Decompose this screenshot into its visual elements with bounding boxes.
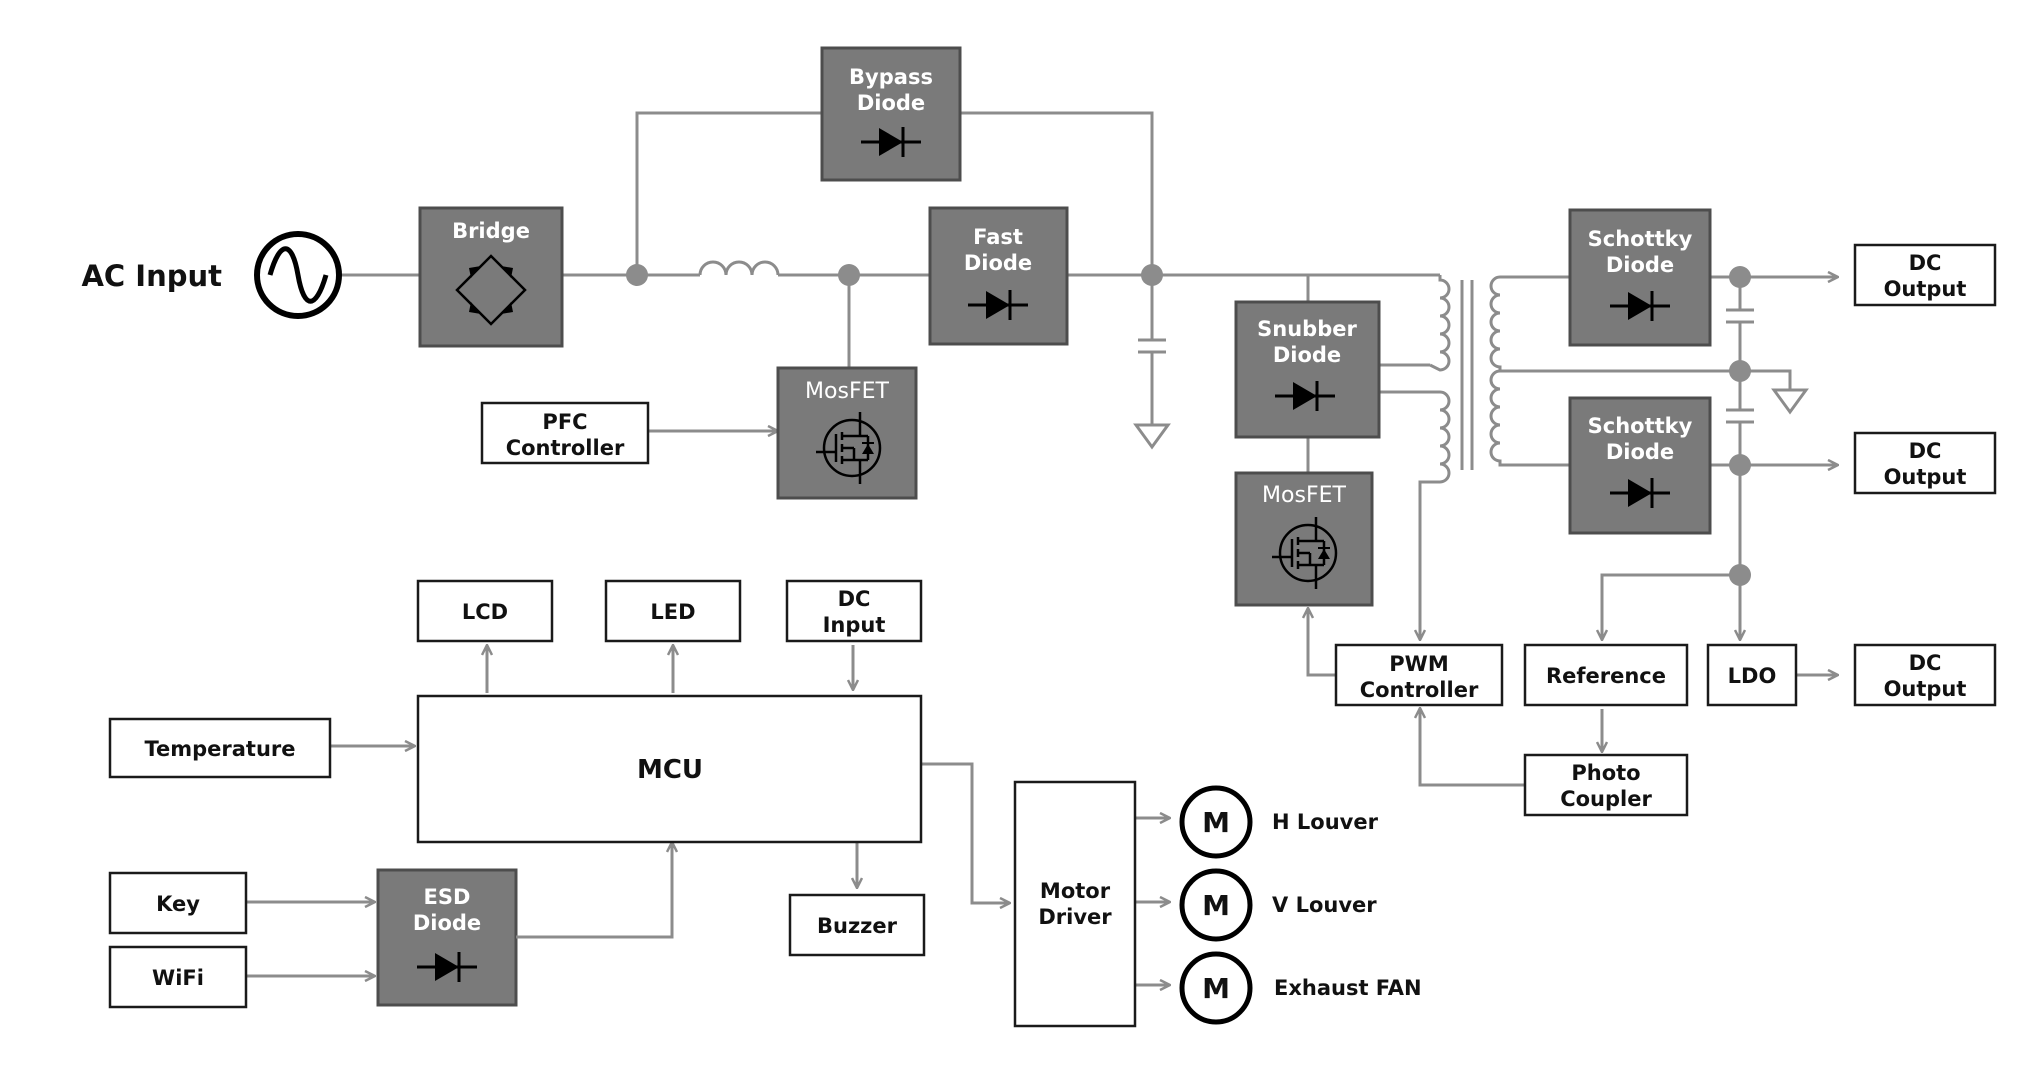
dc-input-label-2: Input (823, 613, 886, 637)
pwm-controller-box[interactable]: PWM Controller (1334, 643, 1504, 707)
ldo-label: LDO (1728, 664, 1777, 688)
led-label: LED (650, 600, 695, 624)
dc-output-1-label-2: Output (1884, 277, 1967, 301)
esd-diode-label-2: Diode (413, 911, 481, 935)
bypass-diode-block[interactable]: Bypass Diode (820, 46, 962, 182)
pfc-controller-label-1: PFC (542, 410, 587, 434)
mosfet-pfc-block[interactable]: MosFET (776, 366, 918, 500)
mcu-wires (246, 645, 1170, 985)
motor-symbol: M (1202, 889, 1230, 922)
power-wires (340, 111, 1838, 787)
schottky-diode-bottom-block[interactable]: Schottky Diode (1568, 396, 1712, 535)
motor-exhaust-fan[interactable]: M Exhaust FAN (1179, 951, 1422, 1025)
mosfet-pfc-label: MosFET (805, 379, 889, 404)
wifi-box[interactable]: WiFi (108, 945, 248, 1009)
junction-nodes (626, 264, 1751, 586)
bridge-label: Bridge (452, 219, 530, 243)
bridge-block[interactable]: Bridge (418, 206, 564, 348)
schottky-diode-top-block[interactable]: Schottky Diode (1568, 208, 1712, 347)
led-box[interactable]: LED (604, 579, 742, 643)
ac-input-label: AC Input (81, 259, 222, 293)
dc-input-box[interactable]: DC Input (785, 579, 923, 643)
photo-coupler-label-2: Coupler (1560, 787, 1652, 811)
dc-output-1-label-1: DC (1909, 251, 1942, 275)
buzzer-box[interactable]: Buzzer (788, 893, 926, 957)
pfc-controller-label-2: Controller (506, 436, 625, 460)
fast-diode-label-2: Diode (964, 251, 1032, 275)
lcd-box[interactable]: LCD (416, 579, 554, 643)
schottky-bottom-label-2: Diode (1606, 440, 1674, 464)
dc-output-3-box[interactable]: DC Output (1853, 643, 1997, 707)
key-box[interactable]: Key (108, 871, 248, 935)
bridge-rectifier-icon (455, 254, 527, 326)
pfc-controller-box[interactable]: PFC Controller (480, 401, 650, 465)
photo-coupler-box[interactable]: Photo Coupler (1523, 753, 1689, 817)
fast-diode-block[interactable]: Fast Diode (928, 206, 1069, 346)
mcu-label: MCU (637, 755, 703, 785)
exhaust-fan-label: Exhaust FAN (1274, 976, 1422, 1000)
dc-output-1-box[interactable]: DC Output (1853, 243, 1997, 307)
photo-coupler-label-1: Photo (1571, 761, 1640, 785)
ldo-box[interactable]: LDO (1706, 643, 1798, 707)
motor-h-louver[interactable]: M H Louver (1179, 785, 1379, 859)
dc-output-2-label-2: Output (1884, 465, 1967, 489)
temperature-box[interactable]: Temperature (108, 717, 332, 779)
motor-driver-label-1: Motor (1040, 879, 1111, 903)
motor-symbol: M (1202, 972, 1230, 1005)
reference-box[interactable]: Reference (1523, 643, 1689, 707)
temperature-label: Temperature (144, 737, 295, 761)
h-louver-label: H Louver (1272, 810, 1379, 834)
snubber-diode-label-2: Diode (1273, 343, 1341, 367)
snubber-diode-label-1: Snubber (1257, 317, 1357, 341)
snubber-diode-block[interactable]: Snubber Diode (1234, 300, 1381, 439)
dc-output-3-label-1: DC (1909, 651, 1942, 675)
dc-output-2-box[interactable]: DC Output (1853, 431, 1997, 495)
pwm-controller-label-2: Controller (1360, 678, 1479, 702)
buzzer-label: Buzzer (817, 914, 898, 938)
mcu-box[interactable]: MCU (416, 694, 923, 844)
wifi-label: WiFi (152, 966, 204, 990)
schottky-top-label-1: Schottky (1588, 227, 1693, 251)
v-louver-label: V Louver (1272, 893, 1377, 917)
bypass-diode-label-2: Diode (857, 91, 925, 115)
motor-icon (1179, 785, 1253, 859)
dc-input-label-1: DC (838, 587, 871, 611)
esd-diode-block[interactable]: ESD Diode (376, 868, 518, 1007)
lcd-label: LCD (462, 600, 508, 624)
esd-diode-label-1: ESD (424, 885, 471, 909)
schottky-top-label-2: Diode (1606, 253, 1674, 277)
motor-icon (1179, 868, 1253, 942)
fast-diode-label-1: Fast (973, 225, 1023, 249)
schottky-bottom-label-1: Schottky (1588, 414, 1693, 438)
key-label: Key (156, 892, 200, 916)
mosfet-pwm-block[interactable]: MosFET (1234, 471, 1374, 607)
pwm-controller-label-1: PWM (1389, 652, 1448, 676)
dc-output-2-label-1: DC (1909, 439, 1942, 463)
motor-icon (1179, 951, 1253, 1025)
mosfet-pwm-label: MosFET (1262, 483, 1346, 508)
dc-output-3-label-2: Output (1884, 677, 1967, 701)
motor-v-louver[interactable]: M V Louver (1179, 868, 1377, 942)
reference-label: Reference (1546, 664, 1666, 688)
ac-source-icon (254, 231, 342, 319)
motor-driver-label-2: Driver (1038, 905, 1112, 929)
motor-symbol: M (1202, 806, 1230, 839)
motor-driver-box[interactable]: Motor Driver (1013, 780, 1137, 1028)
inductor-icon (698, 260, 780, 276)
bypass-diode-label-1: Bypass (849, 65, 933, 89)
